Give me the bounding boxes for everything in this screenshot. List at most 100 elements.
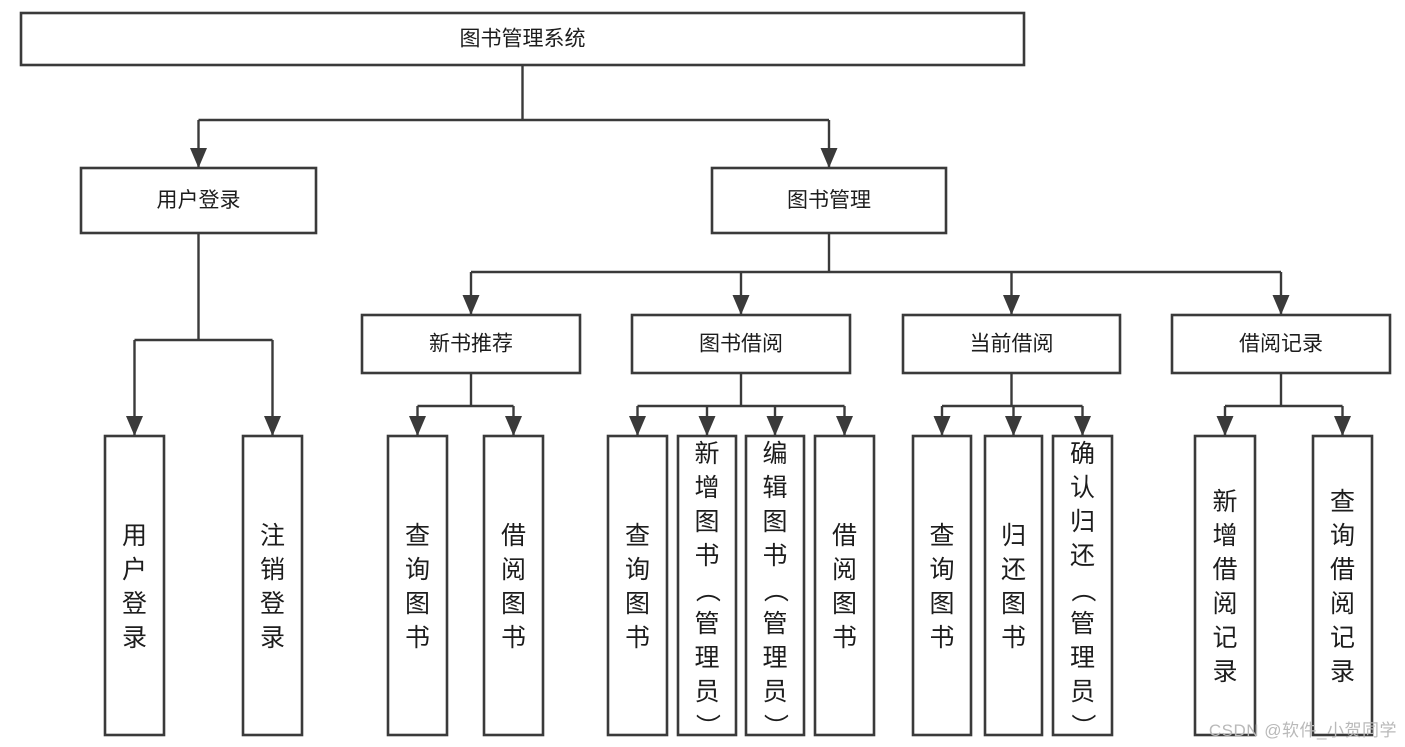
node-box-user-login[interactable] (79, 166, 318, 235)
node-label-root: 图书管理系统 (460, 28, 586, 51)
node-label-leaf-logout-login-ch0: 注 (260, 522, 285, 550)
node-box-leaf-query-book-2[interactable] (606, 434, 669, 737)
node-label-leaf-return-book-ch2: 图 (1001, 590, 1026, 618)
node-label-leaf-add-book-ch1: 增 (694, 474, 719, 502)
node-label-leaf-edit-book-ch6: 理 (762, 644, 787, 672)
node-label-leaf-return-book-ch1: 还 (1001, 556, 1026, 584)
node-label-leaf-query-book-1-ch3: 书 (405, 624, 430, 652)
node-label-leaf-edit-book-ch8: ） (761, 713, 789, 738)
node-user-login[interactable]: 用户登录 (79, 166, 318, 235)
node-label-leaf-edit-book-ch3: 书 (762, 542, 787, 570)
node-box-leaf-confirm-return[interactable] (1051, 434, 1114, 737)
node-box-leaf-query-book-1[interactable] (386, 434, 449, 737)
node-box-new-book-recommend[interactable] (360, 313, 582, 375)
node-label-leaf-confirm-return-ch5: 管 (1070, 610, 1095, 638)
node-label-leaf-add-book-ch8: ） (693, 713, 721, 738)
node-label-leaf-edit-book-ch2: 图 (762, 508, 787, 536)
node-label-leaf-query-record-ch5: 录 (1330, 658, 1355, 686)
node-box-root[interactable] (19, 11, 1026, 67)
node-box-leaf-edit-book[interactable] (744, 434, 806, 737)
node-box-leaf-add-record[interactable] (1193, 434, 1257, 737)
node-label-book-borrow: 图书借阅 (699, 333, 783, 356)
node-label-leaf-add-book-ch0: 新 (694, 440, 719, 468)
node-label-leaf-borrow-book-1-ch3: 书 (501, 624, 526, 652)
node-borrow-record[interactable]: 借阅记录 (1170, 313, 1392, 375)
node-label-leaf-borrow-book-2-ch2: 图 (832, 590, 857, 618)
node-label-leaf-add-book-ch3: 书 (694, 542, 719, 570)
node-label-leaf-add-book-ch2: 图 (694, 508, 719, 536)
node-label-leaf-borrow-book-2-ch3: 书 (832, 624, 857, 652)
node-box-leaf-borrow-book-1[interactable] (482, 434, 545, 737)
node-label-leaf-add-record-ch1: 增 (1212, 522, 1237, 550)
node-box-leaf-query-record[interactable] (1311, 434, 1374, 737)
node-label-leaf-query-book-3-ch2: 图 (929, 590, 954, 618)
node-label-leaf-return-book-ch3: 书 (1001, 624, 1026, 652)
node-label-leaf-query-book-1-ch2: 图 (405, 590, 430, 618)
node-label-leaf-return-book-ch0: 归 (1001, 522, 1026, 550)
node-label-leaf-query-book-3-ch0: 查 (929, 522, 954, 550)
node-root[interactable]: 图书管理系统 (19, 11, 1026, 67)
node-label-leaf-query-book-3-ch3: 书 (929, 624, 954, 652)
node-label-leaf-borrow-book-1-ch1: 阅 (501, 556, 526, 584)
node-label-book-manage: 图书管理 (787, 189, 871, 212)
node-book-manage[interactable]: 图书管理 (710, 166, 948, 235)
node-new-book-recommend[interactable]: 新书推荐 (360, 313, 582, 375)
node-label-leaf-confirm-return-ch6: 理 (1070, 644, 1095, 672)
boxes-layer: 图书管理系统用户登录图书管理新书推荐图书借阅当前借阅借阅记录用户登录注销登录查询… (19, 11, 1392, 739)
node-label-leaf-query-book-1-ch1: 询 (405, 556, 430, 584)
node-box-leaf-add-book[interactable] (676, 434, 738, 737)
node-box-leaf-borrow-book-2[interactable] (813, 434, 876, 737)
node-box-leaf-logout-login[interactable] (241, 434, 304, 737)
node-box-book-borrow[interactable] (630, 313, 852, 375)
node-label-leaf-add-book-ch7: 员 (694, 678, 719, 706)
node-label-leaf-query-book-2-ch1: 询 (625, 556, 650, 584)
node-label-leaf-add-book-ch5: 管 (694, 610, 719, 638)
node-label-leaf-add-record-ch5: 录 (1212, 658, 1237, 686)
node-label-leaf-edit-book-ch7: 员 (762, 678, 787, 706)
node-label-leaf-edit-book-ch0: 编 (762, 440, 787, 468)
node-label-leaf-confirm-return-ch3: 还 (1070, 542, 1095, 570)
node-label-leaf-query-record-ch4: 记 (1330, 624, 1355, 652)
node-label-leaf-confirm-return-ch0: 确 (1070, 440, 1095, 468)
node-label-leaf-query-record-ch2: 借 (1330, 556, 1355, 584)
node-current-borrow[interactable]: 当前借阅 (901, 313, 1122, 375)
node-box-leaf-user-login[interactable] (103, 434, 166, 737)
node-label-leaf-confirm-return-ch4: （ (1069, 577, 1097, 602)
node-label-leaf-add-record-ch3: 阅 (1212, 590, 1237, 618)
node-box-borrow-record[interactable] (1170, 313, 1392, 375)
node-label-leaf-user-login-ch1: 户 (122, 556, 147, 584)
node-label-leaf-logout-login-ch2: 登 (260, 590, 285, 618)
node-label-leaf-add-book-ch6: 理 (694, 644, 719, 672)
node-book-borrow[interactable]: 图书借阅 (630, 313, 852, 375)
node-label-new-book-recommend: 新书推荐 (429, 333, 513, 356)
node-leaf-user-login[interactable]: 用户登录 (103, 434, 166, 737)
node-label-leaf-query-record-ch1: 询 (1330, 522, 1355, 550)
node-label-leaf-confirm-return-ch7: 员 (1070, 678, 1095, 706)
node-box-current-borrow[interactable] (901, 313, 1122, 375)
node-box-leaf-query-book-3[interactable] (911, 434, 973, 737)
node-label-leaf-user-login-ch0: 用 (122, 522, 147, 550)
node-label-leaf-confirm-return-ch8: ） (1069, 713, 1097, 738)
node-label-leaf-borrow-book-1-ch2: 图 (501, 590, 526, 618)
node-label-leaf-edit-book-ch5: 管 (762, 610, 787, 638)
node-label-leaf-borrow-book-1-ch0: 借 (501, 522, 526, 550)
node-label-leaf-query-book-2-ch3: 书 (625, 624, 650, 652)
node-box-leaf-return-book[interactable] (983, 434, 1044, 737)
node-label-leaf-add-record-ch0: 新 (1212, 488, 1237, 516)
node-box-book-manage[interactable] (710, 166, 948, 235)
node-label-leaf-query-book-2-ch2: 图 (625, 590, 650, 618)
node-label-leaf-confirm-return-ch2: 归 (1070, 508, 1095, 536)
